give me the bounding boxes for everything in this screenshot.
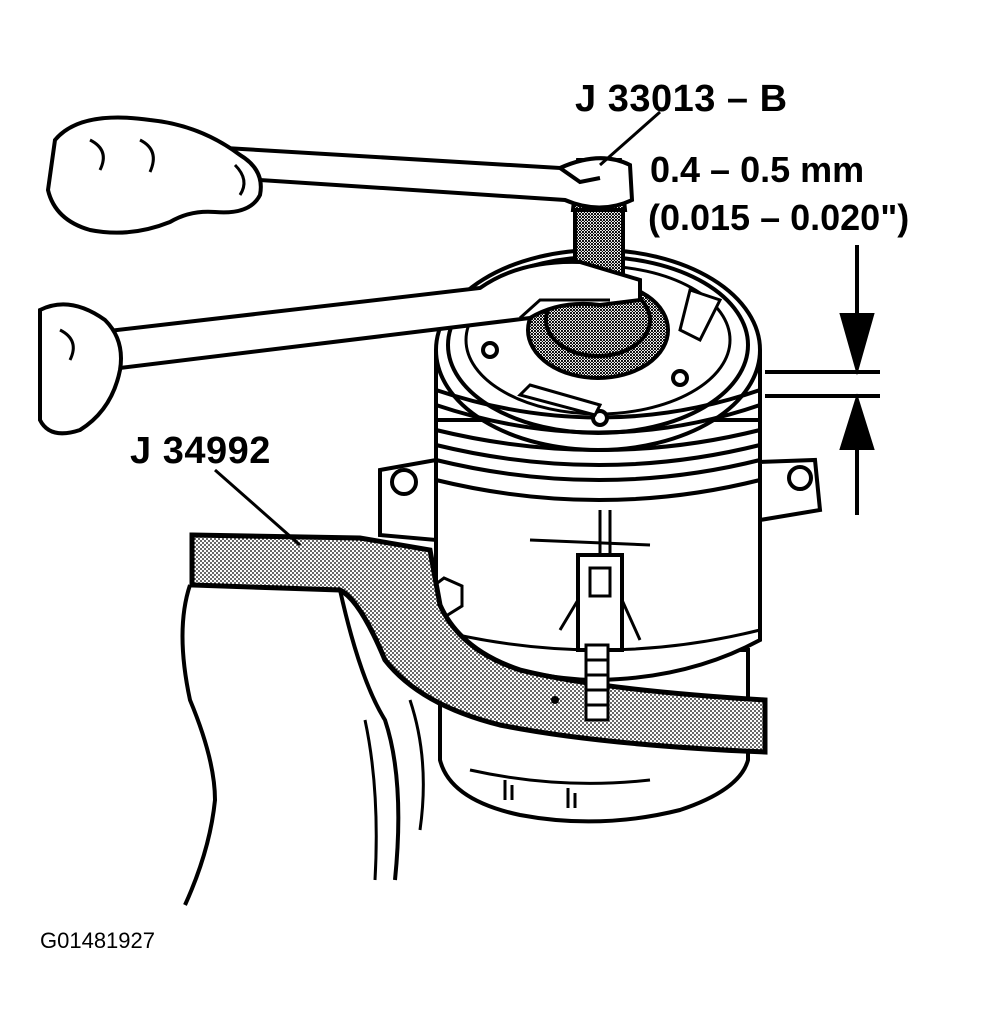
tool-label-j34992: J 34992	[130, 430, 271, 472]
hands	[38, 115, 263, 436]
clearance-imperial-label: (0.015 – 0.020")	[648, 197, 910, 238]
tool-label-j33013b: J 33013 – B	[575, 78, 788, 120]
vise-mount	[180, 584, 425, 906]
holding-fixture	[189, 532, 768, 755]
lower-wrench	[96, 259, 642, 371]
upper-wrench	[222, 145, 635, 210]
housing-marks	[503, 780, 577, 808]
clearance-dimension	[765, 245, 880, 515]
clearance-metric-label: 0.4 – 0.5 mm	[650, 149, 865, 190]
figure-id: G01481927	[40, 928, 155, 953]
fixture-rod	[584, 643, 610, 722]
leader-lines	[214, 110, 661, 547]
